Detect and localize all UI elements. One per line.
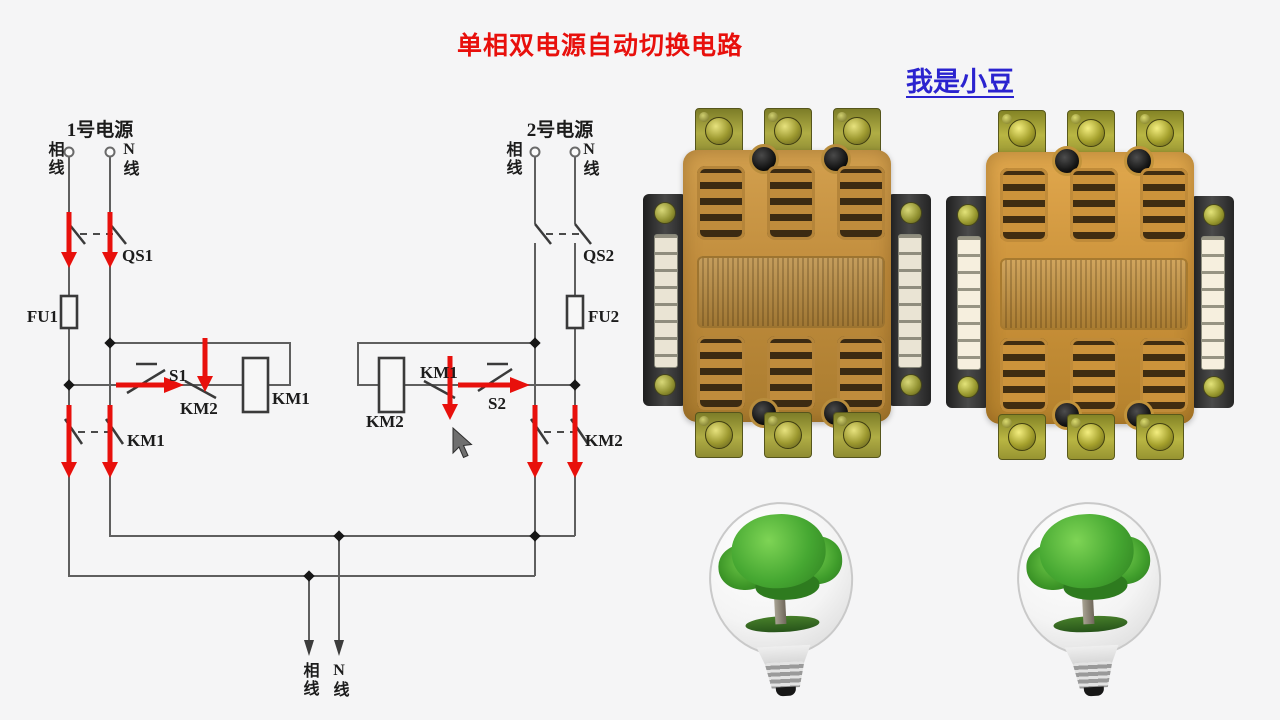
bulb-contact-tip: [775, 686, 797, 697]
terminal-screw: [695, 108, 743, 154]
vent-slots: [1070, 338, 1118, 412]
label-fu1: FU1: [27, 307, 58, 326]
eco-bulb-photo-2: [1001, 492, 1181, 701]
terminal-screw: [998, 110, 1046, 156]
label-km2-coil: KM2: [366, 412, 404, 431]
bulb-contact-tip: [1083, 686, 1105, 697]
source2-phase-label: 相线: [504, 140, 523, 177]
vent-slots: [697, 166, 745, 240]
side-screw: [654, 374, 676, 396]
side-screw: [900, 374, 922, 396]
side-screw: [654, 202, 676, 224]
vent-slots: [767, 336, 815, 410]
source-terminals: [63, 146, 581, 158]
label-km1-coil: KM1: [272, 389, 310, 408]
contactor-side-frame: [1190, 196, 1234, 408]
vent-slots: [837, 166, 885, 240]
contactor-side-frame: [643, 194, 687, 406]
label-qs2: QS2: [583, 246, 614, 265]
side-screw: [957, 204, 979, 226]
terminal-screw: [695, 412, 743, 458]
circuit-diagram: 1号电源 相线 N线 QS1 FU1 S1 KM2 KM1 KM1 2号电源 相…: [27, 118, 623, 699]
nameplate-band: [1000, 258, 1188, 330]
terminal-screw: [1067, 414, 1115, 460]
label-qs1: QS1: [122, 246, 153, 265]
fuse-symbols: [59, 294, 585, 330]
output-neutral-label: N线: [331, 662, 350, 699]
label-s2: S2: [488, 394, 506, 413]
page-title: 单相双电源自动切换电路: [456, 33, 743, 60]
source1-neutral-label: N线: [121, 141, 140, 178]
vent-slots: [1000, 338, 1048, 412]
output-phase-label: 相线: [301, 661, 320, 698]
watermark-text: 我是小豆: [906, 67, 1014, 97]
nameplate-band: [697, 256, 885, 328]
source2-name: 2号电源: [527, 118, 594, 141]
vent-slots: [1000, 168, 1048, 242]
vent-slots: [767, 166, 815, 240]
mount-stud: [749, 144, 779, 174]
side-screw: [1203, 376, 1225, 398]
knife-switch-symbols: [68, 223, 592, 245]
label-km2-interlock: KM2: [180, 399, 218, 418]
vent-slots: [1140, 168, 1188, 242]
bulb-screw-base: [1072, 661, 1113, 689]
contactor-photo-1: [637, 106, 937, 458]
mount-stud: [1124, 146, 1154, 176]
cursor-icon: [452, 426, 473, 459]
contactor-side-frame: [946, 196, 990, 408]
terminal-screw: [764, 412, 812, 458]
aux-contact-label: [1201, 236, 1225, 370]
aux-contact-label: [957, 236, 981, 370]
side-screw: [957, 376, 979, 398]
contactor-photo-2: [940, 108, 1240, 460]
label-km2-main: KM2: [585, 431, 623, 450]
label-km1-main: KM1: [127, 431, 165, 450]
label-fu2: FU2: [588, 307, 619, 326]
aux-contact-label: [898, 234, 922, 368]
side-screw: [900, 202, 922, 224]
aux-contact-label: [654, 234, 678, 368]
source1-name: 1号电源: [67, 118, 134, 141]
source1-phase-label: 相线: [46, 140, 65, 177]
load-output-arrows: [304, 640, 344, 656]
vent-slots: [697, 336, 745, 410]
vent-slots: [1140, 338, 1188, 412]
contactor-side-frame: [887, 194, 931, 406]
vent-slots: [837, 336, 885, 410]
side-screw: [1203, 204, 1225, 226]
terminal-screw: [833, 412, 881, 458]
terminal-screw: [998, 414, 1046, 460]
vent-slots: [1070, 168, 1118, 242]
bulb-screw-base: [764, 661, 805, 689]
eco-bulb-photo-1: [693, 492, 873, 701]
source2-neutral-label: N线: [581, 141, 600, 178]
current-flow-arrows: [61, 212, 583, 478]
terminal-screw: [1136, 414, 1184, 460]
label-km1-interlock: KM1: [420, 363, 458, 382]
coil-symbols: [241, 356, 406, 414]
label-s1: S1: [169, 366, 187, 385]
